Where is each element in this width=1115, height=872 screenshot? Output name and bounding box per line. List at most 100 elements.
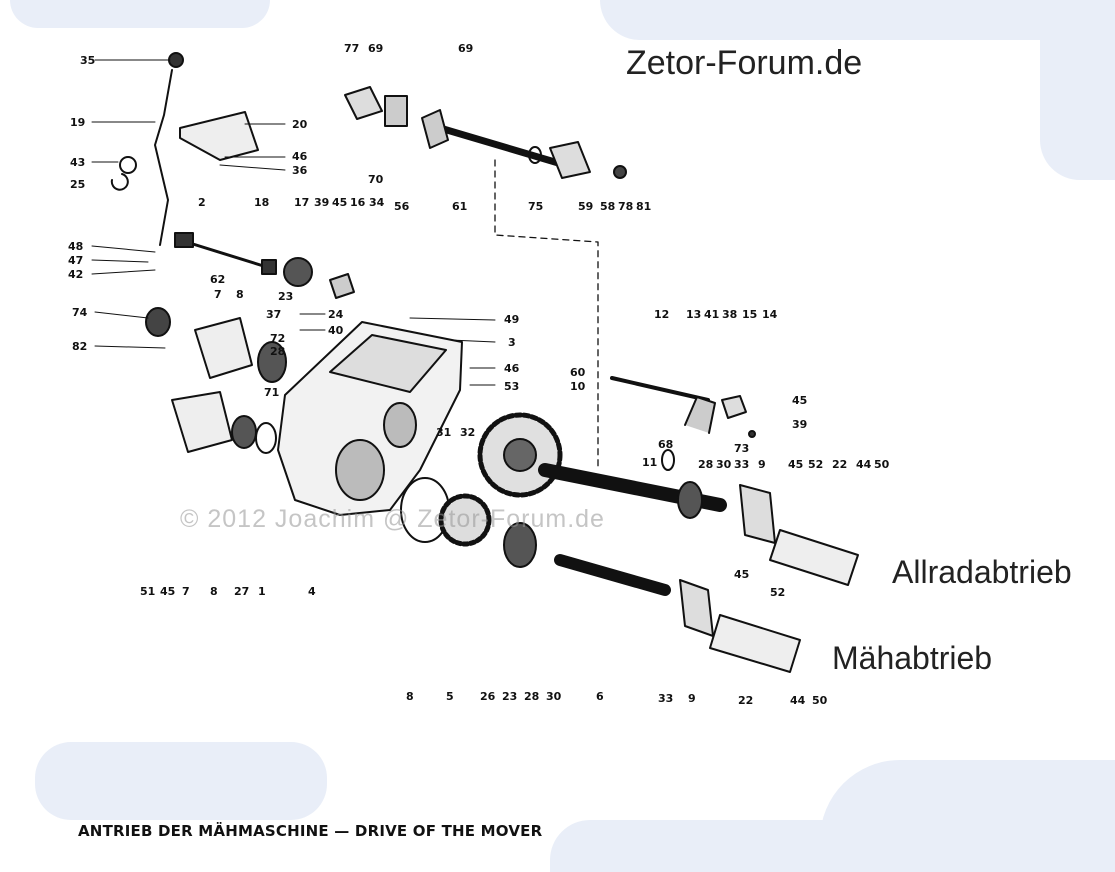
- label-maehabtrieb: Mähabtrieb: [832, 640, 993, 676]
- housing-bore: [383, 402, 417, 448]
- copyright-watermark: © 2012 Joachim @ Zetor-Forum.de: [180, 505, 605, 533]
- bearing: [677, 481, 703, 519]
- fork-bolt: [748, 430, 756, 438]
- part-number-label: 44: [790, 694, 806, 707]
- part-number-label: 46: [504, 362, 520, 375]
- part-number-label: 36: [292, 164, 308, 177]
- part-number-label: 6: [596, 690, 604, 703]
- part-number-label: 23: [278, 290, 293, 303]
- part-number-label: 33: [658, 692, 673, 705]
- part-number-label: 49: [504, 313, 519, 326]
- upper-tube: [769, 529, 859, 586]
- part-number-label: 45: [332, 196, 347, 209]
- part-number-label: 77: [344, 42, 359, 55]
- seal-ring: [255, 422, 277, 454]
- part-number-label: 2: [198, 196, 206, 209]
- fork-bracket: [329, 273, 355, 299]
- part-number-label: 3: [508, 336, 516, 349]
- part-number-label: 53: [504, 380, 519, 393]
- part-number-label: 7: [182, 585, 190, 598]
- part-number-label: 45: [792, 394, 807, 407]
- cover-plate: [171, 391, 233, 453]
- part-number-label: 39: [792, 418, 807, 431]
- part-number-label: 8: [236, 288, 244, 301]
- bearing: [503, 522, 537, 568]
- bearing: [231, 415, 257, 449]
- seal-ring: [145, 307, 171, 337]
- part-number-label: 30: [716, 458, 732, 471]
- part-number-label: 27: [234, 585, 249, 598]
- part-number-label: 48: [68, 240, 83, 253]
- part-number-label: 7: [214, 288, 222, 301]
- part-number-label: 1: [258, 585, 266, 598]
- lower-shaft: [554, 554, 671, 596]
- part-number-label: 35: [80, 54, 95, 67]
- part-number-label: 56: [394, 200, 410, 213]
- part-number-label: 25: [70, 178, 85, 191]
- part-number-label: 12: [654, 308, 669, 321]
- site-label: Zetor-Forum.de: [626, 44, 863, 82]
- part-number-label: 17: [294, 196, 309, 209]
- flange-housing: [344, 86, 383, 120]
- part-number-label: 69: [368, 42, 383, 55]
- shift-lever: [154, 69, 173, 246]
- part-number-label: 50: [874, 458, 890, 471]
- part-number-label: 24: [328, 308, 344, 321]
- bg-blob: [600, 0, 1115, 40]
- shift-block: [384, 95, 408, 127]
- part-number-label: 26: [480, 690, 496, 703]
- part-number-label: 18: [254, 196, 269, 209]
- flange-housing: [549, 141, 591, 179]
- part-number-label: 43: [70, 156, 85, 169]
- part-number-label: 51: [140, 585, 155, 598]
- bg-blob: [10, 0, 270, 28]
- part-number-label: 70: [368, 173, 384, 186]
- lower-flange: [679, 579, 714, 637]
- part-number-label: 58: [600, 200, 615, 213]
- part-number-label: 16: [350, 196, 366, 209]
- part-number-label: 61: [452, 200, 467, 213]
- part-number-label: 32: [460, 426, 475, 439]
- part-number-label: 52: [808, 458, 823, 471]
- retaining-ring: [661, 449, 675, 471]
- part-number-label: 30: [546, 690, 562, 703]
- lever-knob: [168, 52, 184, 68]
- figure-caption: ANTRIEB DER MÄHMASCHINE — DRIVE OF THE M…: [78, 822, 543, 840]
- small-gear: [438, 493, 492, 547]
- shift-fork: [684, 396, 716, 434]
- washer: [119, 156, 137, 174]
- upper-shaft: [426, 121, 569, 169]
- part-number-label: 4: [308, 585, 316, 598]
- part-number-label: 81: [636, 200, 651, 213]
- part-number-label: 15: [742, 308, 757, 321]
- part-number-label: 8: [406, 690, 414, 703]
- part-number-label: 47: [68, 254, 83, 267]
- part-number-label: 38: [722, 308, 737, 321]
- part-number-label: 45: [160, 585, 175, 598]
- bg-blob: [1040, 0, 1115, 180]
- part-number-label: 8: [210, 585, 218, 598]
- part-number-label: 78: [618, 200, 633, 213]
- nut: [613, 165, 627, 179]
- housing-opening: [329, 334, 447, 393]
- shift-sleeve: [283, 257, 313, 287]
- part-number-label: 59: [578, 200, 593, 213]
- part-number-label: 28: [270, 345, 285, 358]
- part-number-label: 28: [524, 690, 539, 703]
- bg-blob: [820, 760, 1115, 872]
- part-number-label: 68: [658, 438, 673, 451]
- part-number-label: 39: [314, 196, 329, 209]
- bg-blob: [35, 742, 327, 820]
- upper-flange: [421, 109, 449, 149]
- part-number-label: 14: [762, 308, 778, 321]
- shift-rod: [178, 238, 272, 270]
- label-allradabtrieb: Allradabtrieb: [892, 554, 1072, 590]
- part-number-label: 71: [264, 386, 279, 399]
- housing-bore: [335, 439, 385, 501]
- part-number-label: 10: [570, 380, 586, 393]
- part-number-label: 34: [369, 196, 385, 209]
- part-number-label: 33: [734, 458, 749, 471]
- rod-end: [174, 232, 194, 248]
